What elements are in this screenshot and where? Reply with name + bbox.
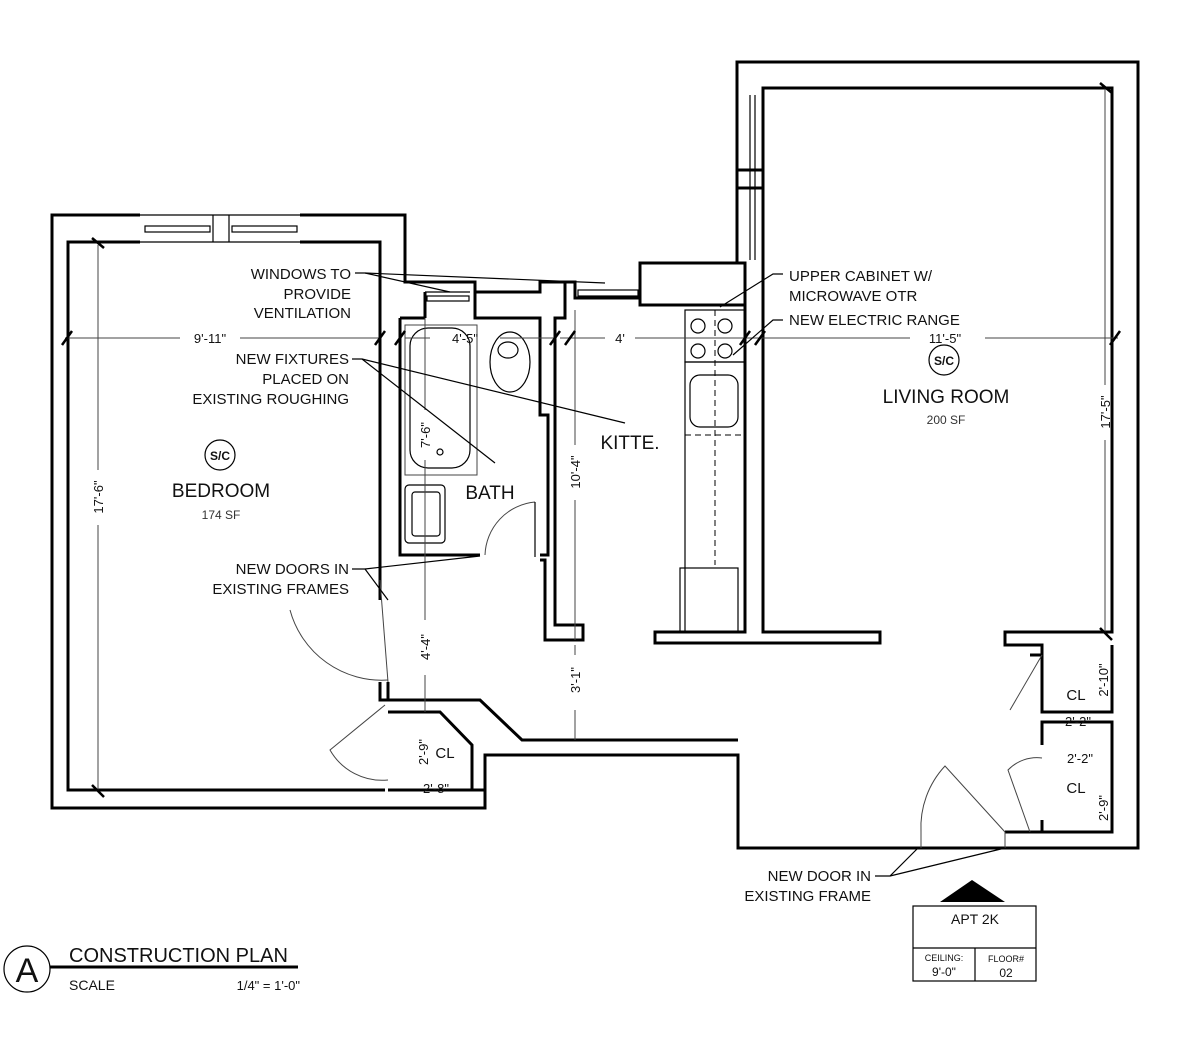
- bedroom-label: S/C BEDROOM 174 SF: [172, 439, 270, 522]
- dim-closet1-height: 2'-9": [416, 739, 431, 765]
- entry-arrow-icon: [940, 880, 1005, 902]
- closet-1-name: CL: [435, 745, 454, 762]
- drawing-title: A CONSTRUCTION PLAN SCALE 1/4" = 1'-0": [3, 945, 301, 993]
- floor-value: 02: [999, 966, 1013, 980]
- ceiling-value: 9'-0": [932, 965, 956, 979]
- note-line: UPPER CABINET W/: [789, 268, 933, 285]
- note-line: MICROWAVE OTR: [789, 288, 917, 305]
- closet-3-name: CL: [1066, 780, 1085, 797]
- floor-label: FLOOR#: [988, 954, 1024, 964]
- living-area: 200 SF: [927, 413, 966, 427]
- bedroom-name: BEDROOM: [172, 481, 270, 502]
- note-entry-door: NEW DOOR IN EXISTING FRAME: [744, 868, 871, 905]
- drawing-marker: A: [16, 952, 39, 990]
- living-name: LIVING ROOM: [883, 387, 1010, 408]
- dimension-labels: 9'-11" 4'-5" 4' 11'-5" 17'-6" 7'-6" 10'-…: [91, 331, 1113, 821]
- dim-closet2-height: 2'-10": [1096, 663, 1111, 697]
- closet-2-name: CL: [1066, 687, 1085, 704]
- bedroom-walls: [50, 60, 1140, 850]
- note-line: NEW ELECTRIC RANGE: [789, 312, 960, 329]
- dimension-lines: [60, 82, 1122, 798]
- dim-bath-width: 4'-5": [452, 331, 478, 346]
- dim-hall-width: 4'-4": [418, 634, 433, 660]
- ceiling-label: CEILING:: [925, 953, 964, 963]
- note-line: NEW DOOR IN: [768, 868, 871, 885]
- note-line: WINDOWS TO: [251, 266, 351, 283]
- dim-closet3-height: 2'-9": [1096, 795, 1111, 821]
- note-line: EXISTING ROUGHING: [192, 391, 349, 408]
- living-badge: S/C: [934, 354, 954, 368]
- bedroom-badge: S/C: [210, 449, 230, 463]
- living-room-label: S/C LIVING ROOM 200 SF: [883, 344, 1010, 427]
- dim-closet1-width: 2'-8": [423, 781, 449, 796]
- note-cabinet: UPPER CABINET W/ MICROWAVE OTR NEW ELECT…: [789, 268, 960, 329]
- note-line: NEW DOORS IN: [236, 561, 349, 578]
- dim-bath-height: 7'-6": [418, 422, 433, 448]
- closets-right: [289, 579, 1114, 848]
- dim-hall-gap: 3'-1": [568, 667, 583, 693]
- dim-bedroom-width: 9'-11": [194, 331, 227, 346]
- dim-closet2-width: 2'-2": [1065, 714, 1091, 729]
- bath-name: BATH: [465, 483, 514, 504]
- kitchen-name: KITTE.: [600, 433, 659, 454]
- dim-kitchen-height: 10'-4": [568, 455, 583, 489]
- scale-label: SCALE: [69, 977, 115, 993]
- note-line: VENTILATION: [254, 305, 351, 322]
- note-windows: WINDOWS TO PROVIDE VENTILATION: [251, 266, 351, 322]
- apartment-box: APT 2K CEILING: 9'-0" FLOOR# 02: [912, 905, 1037, 982]
- note-doors: NEW DOORS IN EXISTING FRAMES: [212, 561, 349, 598]
- dim-living-width: 11'-5": [929, 331, 962, 346]
- note-line: EXISTING FRAMES: [212, 581, 349, 598]
- leader-lines: [352, 272, 1006, 877]
- drawing-title-text: CONSTRUCTION PLAN: [69, 945, 288, 967]
- dim-bedroom-height: 17'-6": [91, 480, 106, 514]
- note-line: EXISTING FRAME: [744, 888, 871, 905]
- note-line: NEW FIXTURES: [236, 351, 349, 368]
- dim-living-height: 17'-5": [1098, 395, 1113, 429]
- note-line: PLACED ON: [262, 371, 349, 388]
- dim-closet3-width: 2'-2": [1067, 751, 1093, 766]
- kitchenette: [565, 86, 1114, 657]
- note-line: PROVIDE: [283, 286, 351, 303]
- note-fixtures: NEW FIXTURES PLACED ON EXISTING ROUGHING: [192, 351, 349, 408]
- scale-value: 1/4" = 1'-0": [237, 978, 301, 993]
- bedroom-area: 174 SF: [202, 508, 241, 522]
- apt-number: APT 2K: [951, 911, 1000, 927]
- dim-kitchen-width: 4': [615, 331, 625, 346]
